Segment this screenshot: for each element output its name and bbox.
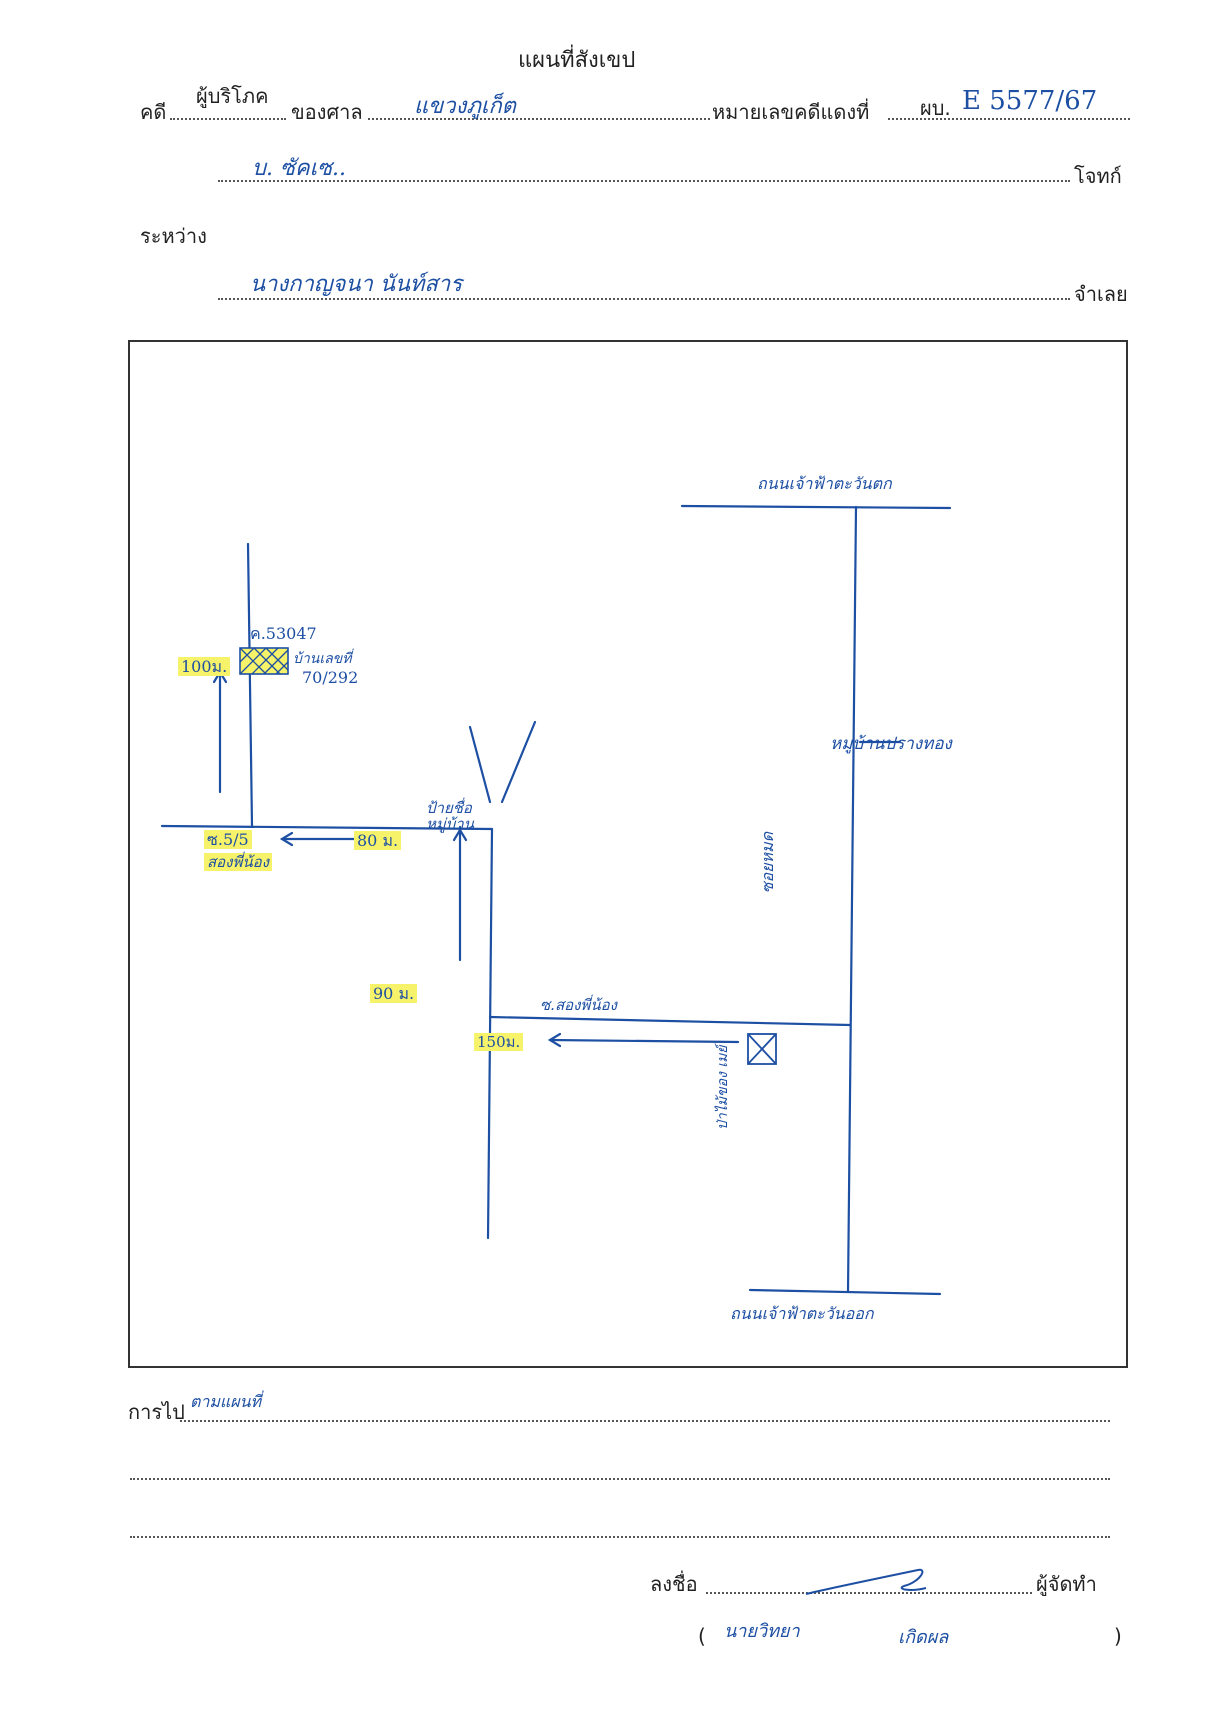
arrow-up-middle-head — [452, 827, 468, 842]
distance-80-label: 80 ม. — [354, 829, 402, 854]
map-drawing — [160, 504, 952, 1296]
travel-line-2 — [130, 1478, 1110, 1480]
signature-mark — [805, 1568, 927, 1595]
court-name-line — [368, 118, 710, 120]
distance-150-label: 150ม. — [474, 1030, 524, 1054]
red-number-line — [888, 118, 1130, 120]
arrow-left-80-head — [279, 831, 294, 847]
travel-line-1 — [180, 1420, 1110, 1422]
court-name-value: แขวงภูเก็ต — [414, 94, 516, 119]
soi-id-label: ซ.5/5 — [204, 828, 252, 853]
road-left-vertical — [246, 542, 254, 828]
defendant-line — [218, 298, 1070, 300]
road-left-horizontal — [160, 824, 494, 831]
court-label: ของศาล — [291, 100, 363, 124]
landmark-label: ป่าไม้ของ เมย์ — [715, 1045, 731, 1131]
plot-id-label: ค.53047 — [250, 624, 317, 643]
case-type-line — [170, 118, 286, 120]
case-prefix-label: คดี — [140, 100, 167, 124]
house-label: บ้านเลขที่ — [293, 651, 352, 667]
red-number-value: E 5577/67 — [962, 86, 1098, 116]
document-title: แผนที่สังเขป — [518, 48, 636, 73]
village-sign-label: ป้ายชื่อหมู่บ้าน — [426, 799, 474, 833]
soi-name-label: สองพี่น้อง — [204, 850, 272, 874]
travel-line-3 — [130, 1536, 1110, 1538]
map-frame: ถนนเจ้าฟ้าตะวันตก ถนนเจ้าฟ้าตะวันออก หมู… — [128, 340, 1128, 1368]
case-type-value: ผู้บริโภค — [196, 84, 269, 108]
signer-first-name: นายวิทยา — [724, 1621, 800, 1642]
house-number: 70/292 — [302, 668, 359, 687]
defendant-label: จำเลย — [1074, 282, 1128, 306]
road-bottom-right — [748, 1288, 942, 1296]
landmark-box — [747, 1033, 777, 1065]
distance-100-label: 100ม. — [178, 655, 231, 680]
sign-label: ลงชื่อ — [650, 1572, 698, 1596]
sign-left-stroke — [468, 725, 492, 804]
defendant-value: นางกาญจนา นันท์สาร — [250, 272, 463, 297]
road-top-right — [680, 504, 952, 510]
plaintiff-line — [218, 180, 1070, 182]
road-vertical-label: ซอยหมด — [758, 832, 777, 894]
village-right-label: หมู่บ้านปรางทอง — [830, 734, 952, 754]
road-connector — [488, 1015, 852, 1027]
paren-close: ) — [1114, 1624, 1122, 1648]
road-bottom-right-label: ถนนเจ้าฟ้าตะวันออก — [730, 1304, 874, 1323]
signature-line — [706, 1592, 1032, 1594]
road-top-right-label: ถนนเจ้าฟ้าตะวันตก — [757, 474, 892, 493]
sign-right-stroke — [500, 720, 537, 804]
travel-value: ตามแผนที่ — [190, 1392, 262, 1411]
arrow-left-150 — [548, 1038, 740, 1044]
plot-box — [239, 647, 289, 675]
red-number-prefix: ผบ. — [920, 96, 951, 120]
red-number-label: หมายเลขคดีแดงที่ — [712, 100, 870, 124]
plaintiff-value: บ. ซัคเซ.. — [252, 156, 347, 181]
arrow-left-150-head — [547, 1032, 562, 1048]
paren-open: ( — [698, 1624, 706, 1648]
between-label: ระหว่าง — [140, 224, 207, 248]
signer-last-name: เกิดผล — [898, 1627, 949, 1648]
plaintiff-label: โจทก์ — [1074, 164, 1122, 188]
distance-90-label: 90 ม. — [370, 982, 418, 1007]
travel-label: การไป — [128, 1400, 185, 1424]
road-right-vertical — [846, 505, 858, 1294]
preparer-label: ผู้จัดทำ — [1036, 1572, 1097, 1596]
road-horizontal-label: ซ.สองพี่น้อง — [540, 996, 617, 1014]
